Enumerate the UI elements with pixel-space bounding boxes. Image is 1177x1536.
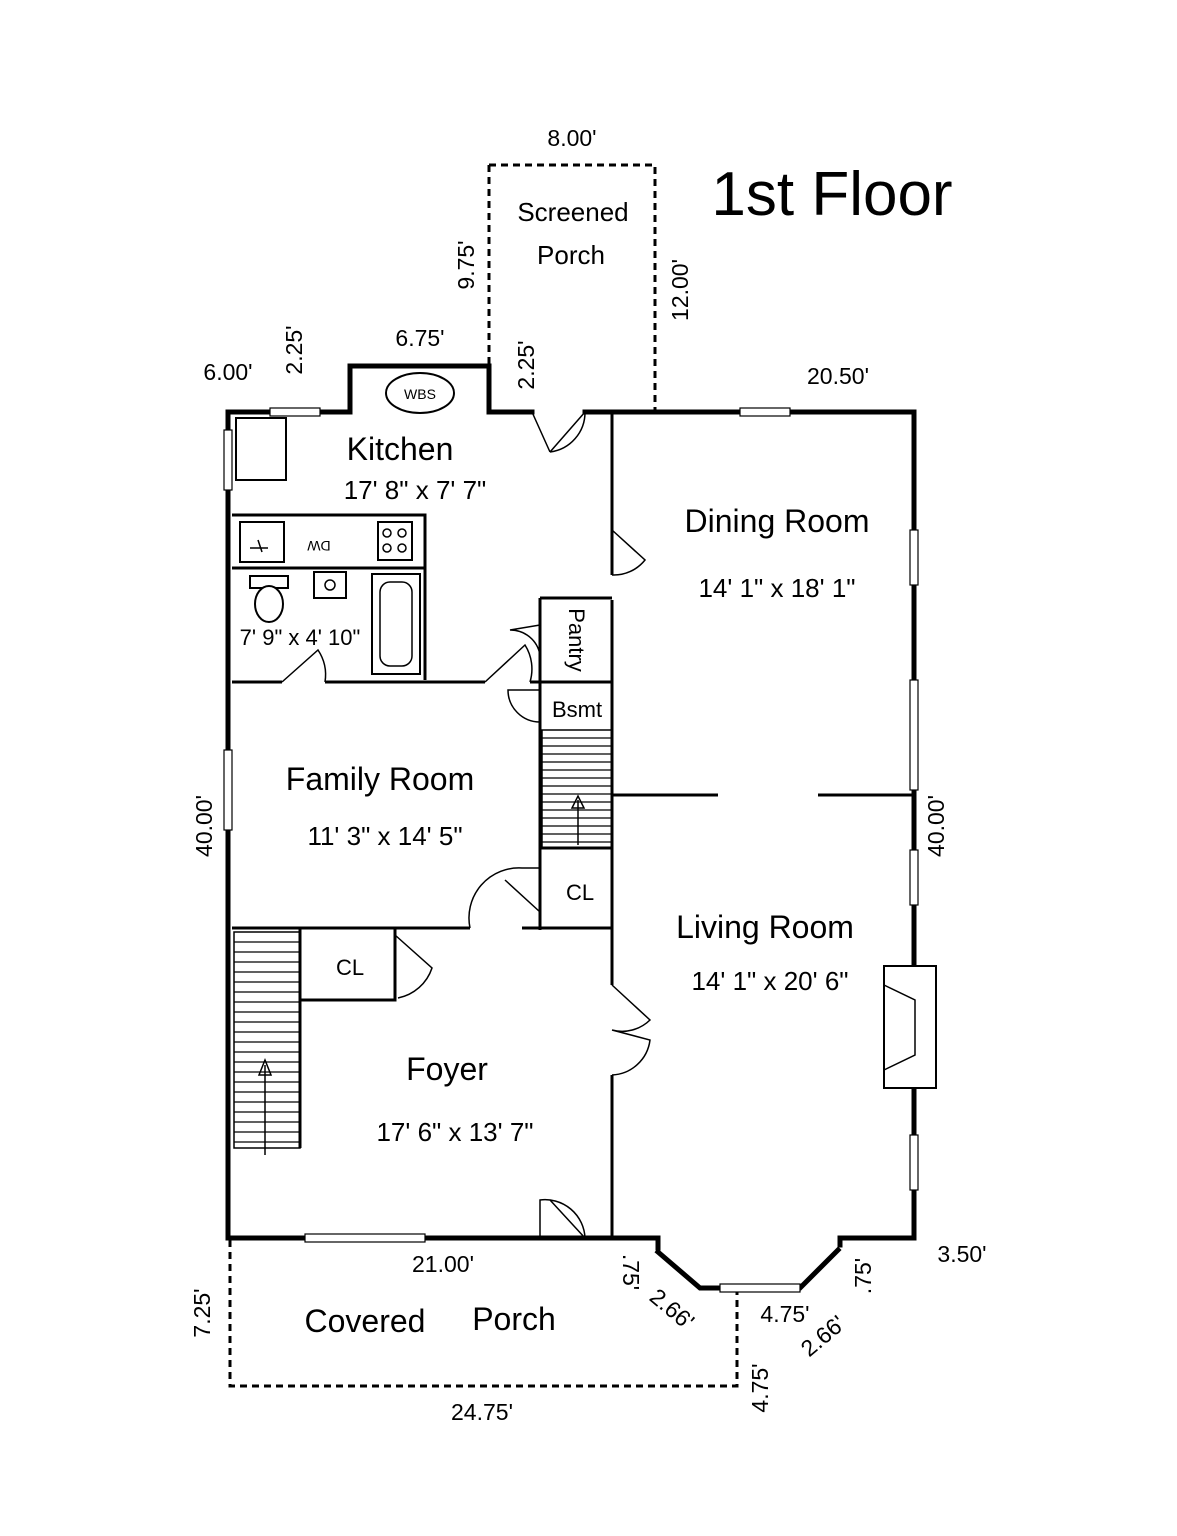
door-swings xyxy=(281,411,652,1239)
floor-title: 1st Floor xyxy=(711,160,952,229)
right-side-dim: 40.00' xyxy=(923,795,949,857)
kitchen-fixtures xyxy=(235,372,455,563)
kitchen-label: Kitchen xyxy=(347,431,454,467)
screened-porch-label-2: Porch xyxy=(537,240,605,270)
dishwasher-label: DW xyxy=(307,538,331,554)
front-right-dim: 3.50' xyxy=(937,1241,986,1267)
porch-width-dim: 24.75' xyxy=(451,1399,513,1425)
bath-size: 7' 9" x 4' 10" xyxy=(240,625,361,650)
kitchen-bump-right-dim: 2.25' xyxy=(513,340,539,389)
bath-fixtures xyxy=(249,571,421,675)
basement-label: Bsmt xyxy=(552,697,602,722)
wbs-label: WBS xyxy=(404,386,436,402)
bay-center-dim: 4.75' xyxy=(760,1301,809,1327)
screened-left-dim: 9.75' xyxy=(453,240,479,289)
bay-left-side-dim: .75' xyxy=(618,1254,644,1290)
right-top-dim: 20.50' xyxy=(807,363,869,389)
main-stairs xyxy=(233,931,301,1155)
closet-label: CL xyxy=(566,880,594,905)
covered-porch-outline xyxy=(228,1240,739,1388)
porch-right-dim: 4.75' xyxy=(747,1363,773,1412)
left-top-dim: 6.00' xyxy=(203,359,252,385)
basement-stairs xyxy=(541,729,613,849)
pantry-label: Pantry xyxy=(564,608,589,672)
foyer-label: Foyer xyxy=(406,1051,488,1087)
front-left-dim: 21.00' xyxy=(412,1251,474,1277)
foyer-size: 17' 6" x 13' 7" xyxy=(376,1117,533,1147)
fireplace xyxy=(883,965,937,1089)
dining-room-size: 14' 1" x 18' 1" xyxy=(698,573,855,603)
screened-width-dim: 8.00' xyxy=(547,125,596,151)
windows xyxy=(223,407,919,1293)
kitchen-bump-left-dim: 2.25' xyxy=(281,325,307,374)
family-room-size: 11' 3" x 14' 5" xyxy=(307,821,462,851)
living-room-label: Living Room xyxy=(676,909,854,945)
kitchen-bump-width-dim: 6.75' xyxy=(395,325,444,351)
porch-depth-dim: 7.25' xyxy=(189,1288,215,1337)
kitchen-size: 17' 8" x 7' 7" xyxy=(344,475,487,505)
bay-left-diag-dim: 2.66' xyxy=(645,1283,699,1335)
family-room-label: Family Room xyxy=(286,761,474,797)
closet-label: CL xyxy=(336,955,364,980)
screened-right-dim: 12.00' xyxy=(667,259,693,321)
screened-porch-outline xyxy=(487,163,657,410)
dining-room-label: Dining Room xyxy=(685,503,870,539)
wood-burning-stove-icon xyxy=(385,372,455,414)
left-side-dim: 40.00' xyxy=(191,795,217,857)
screened-porch-label-1: Screened xyxy=(517,197,628,227)
covered-porch-label-2: Porch xyxy=(472,1301,556,1337)
covered-porch-label-1: Covered xyxy=(305,1303,426,1339)
bay-right-side-dim: .75' xyxy=(850,1258,876,1294)
living-room-size: 14' 1" x 20' 6" xyxy=(691,966,848,996)
